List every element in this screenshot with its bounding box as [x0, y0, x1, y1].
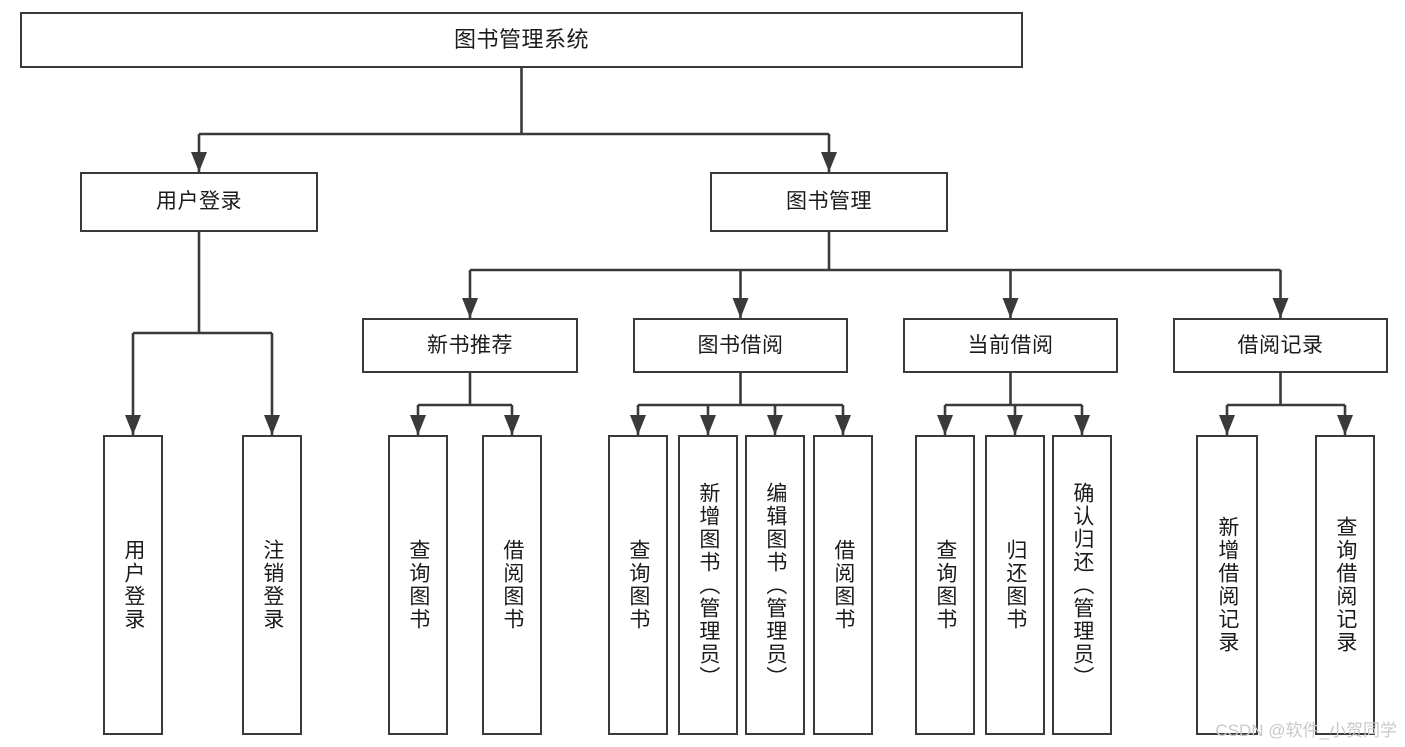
arrowhead-leaf-borrow-2	[835, 415, 851, 435]
arrowhead-borrow-record	[1272, 298, 1289, 318]
node-leaf-query-rec[interactable]: 查询借阅记录	[1315, 435, 1375, 735]
node-label-leaf-edit-book: 编辑图书（管理员）	[763, 481, 787, 689]
node-leaf-query-1[interactable]: 查询图书	[388, 435, 448, 735]
node-leaf-return[interactable]: 归还图书	[985, 435, 1045, 735]
node-label-leaf-borrow-2: 借阅图书	[831, 539, 855, 631]
arrowhead-current-borrow	[1002, 298, 1019, 318]
arrowhead-user-login	[191, 152, 207, 172]
node-leaf-query-3[interactable]: 查询图书	[915, 435, 975, 735]
node-leaf-borrow-1[interactable]: 借阅图书	[482, 435, 542, 735]
node-label-leaf-query-rec: 查询借阅记录	[1333, 516, 1357, 654]
node-current-borrow[interactable]: 当前借阅	[903, 318, 1118, 373]
node-label-leaf-add-rec: 新增借阅记录	[1215, 516, 1239, 654]
node-leaf-add-book[interactable]: 新增图书（管理员）	[678, 435, 738, 735]
node-label-leaf-confirm: 确认归还（管理员）	[1070, 481, 1094, 689]
arrowhead-leaf-confirm	[1074, 415, 1090, 435]
arrowhead-leaf-add-rec	[1219, 415, 1235, 435]
node-new-book-rec[interactable]: 新书推荐	[362, 318, 578, 373]
node-book-borrow[interactable]: 图书借阅	[633, 318, 848, 373]
node-label-book-manage: 图书管理	[786, 190, 872, 214]
node-leaf-logout[interactable]: 注销登录	[242, 435, 302, 735]
arrowhead-leaf-edit-book	[767, 415, 783, 435]
arrowhead-book-borrow	[732, 298, 749, 318]
watermark: CSDN @软件_小贺同学	[1215, 721, 1397, 740]
node-label-leaf-borrow-1: 借阅图书	[500, 539, 524, 631]
node-label-leaf-query-2: 查询图书	[626, 539, 650, 631]
node-borrow-record[interactable]: 借阅记录	[1173, 318, 1388, 373]
arrowhead-leaf-query-2	[630, 415, 646, 435]
node-leaf-query-2[interactable]: 查询图书	[608, 435, 668, 735]
node-label-root: 图书管理系统	[453, 26, 589, 52]
node-label-leaf-add-book: 新增图书（管理员）	[696, 481, 720, 689]
arrowhead-new-book-rec	[462, 298, 478, 318]
node-user-login[interactable]: 用户登录	[80, 172, 318, 232]
node-book-manage[interactable]: 图书管理	[710, 172, 948, 232]
node-leaf-add-rec[interactable]: 新增借阅记录	[1196, 435, 1258, 735]
node-label-current-borrow: 当前借阅	[967, 333, 1054, 357]
node-root[interactable]: 图书管理系统	[20, 12, 1023, 68]
node-leaf-edit-book[interactable]: 编辑图书（管理员）	[745, 435, 805, 735]
node-label-leaf-return: 归还图书	[1003, 539, 1027, 631]
node-label-user-login: 用户登录	[156, 190, 242, 214]
node-leaf-confirm[interactable]: 确认归还（管理员）	[1052, 435, 1112, 735]
node-label-leaf-logout: 注销登录	[260, 539, 284, 631]
node-label-leaf-user-login: 用户登录	[121, 539, 145, 631]
node-leaf-borrow-2[interactable]: 借阅图书	[813, 435, 873, 735]
node-label-book-borrow: 图书借阅	[697, 333, 784, 357]
arrowhead-leaf-borrow-1	[504, 415, 520, 435]
node-leaf-user-login[interactable]: 用户登录	[103, 435, 163, 735]
arrowhead-leaf-return	[1007, 415, 1023, 435]
arrowhead-book-manage	[821, 152, 837, 172]
arrowhead-leaf-add-book	[700, 415, 716, 435]
arrowhead-leaf-query-rec	[1337, 415, 1353, 435]
node-label-leaf-query-3: 查询图书	[933, 539, 957, 631]
arrowhead-leaf-query-1	[410, 415, 426, 435]
node-label-leaf-query-1: 查询图书	[406, 539, 430, 631]
arrowhead-leaf-user-login	[125, 415, 141, 435]
node-label-borrow-record: 借阅记录	[1237, 333, 1324, 357]
arrowhead-leaf-logout	[264, 415, 280, 435]
node-label-new-book-rec: 新书推荐	[427, 333, 513, 357]
arrowhead-leaf-query-3	[937, 415, 953, 435]
